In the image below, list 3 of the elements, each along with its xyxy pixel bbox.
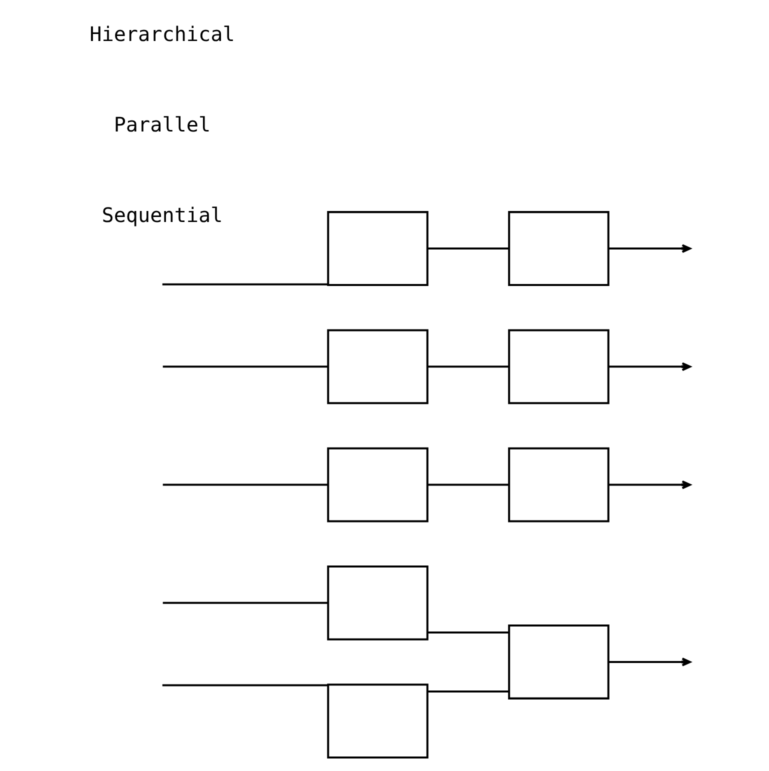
label: Sequential — [102, 202, 223, 227]
label: Parallel — [114, 112, 211, 136]
label: Hierarchical — [90, 22, 235, 46]
